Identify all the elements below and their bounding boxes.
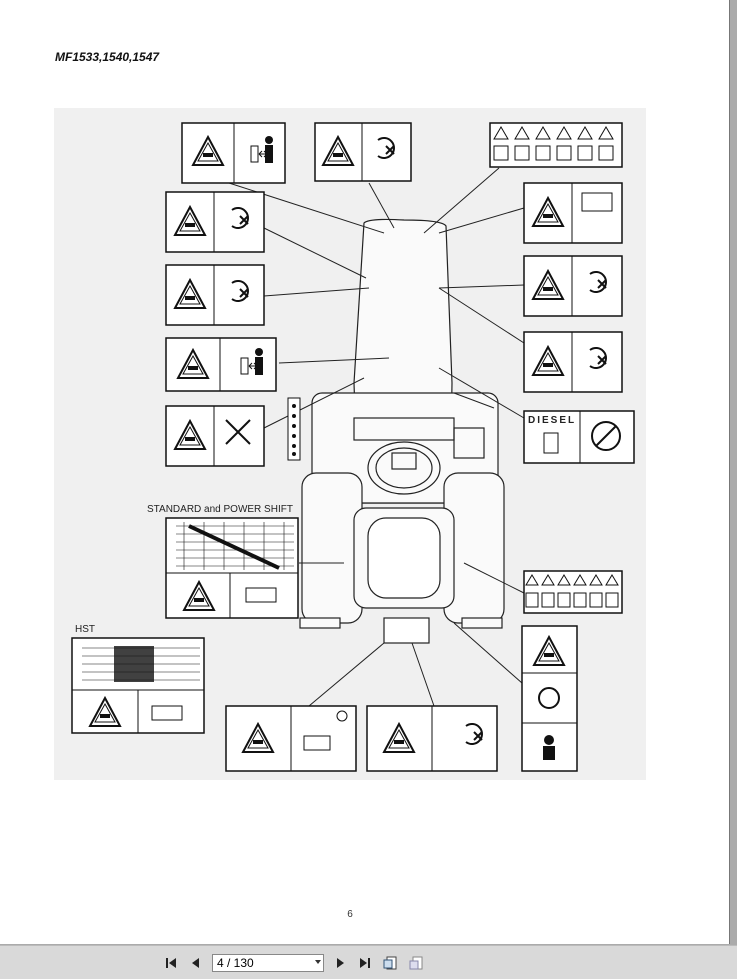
decal-14 (366, 705, 498, 772)
page-indicator: 4 / 130 (217, 956, 254, 970)
decal-hst-speed-chart (71, 637, 205, 734)
first-page-icon[interactable] (164, 955, 180, 971)
document-page: MF1533,1540,1547 (0, 0, 730, 944)
standard-power-shift-label: STANDARD and POWER SHIFT (147, 504, 293, 515)
leader-lines (228, 167, 525, 707)
next-page-icon[interactable] (332, 955, 348, 971)
tractor-outline (299, 218, 505, 644)
decal-10 (165, 405, 265, 467)
chevron-down-icon[interactable] (315, 960, 321, 964)
model-title: MF1533,1540,1547 (55, 50, 160, 64)
decal-3 (489, 122, 623, 168)
hst-label: HST (75, 624, 95, 635)
diesel-text: DIESEL (528, 415, 576, 426)
last-page-icon[interactable] (356, 955, 372, 971)
previous-page-icon[interactable] (188, 955, 204, 971)
decal-7 (523, 255, 623, 317)
viewer-toolbar: 4 / 130 (0, 945, 737, 979)
decal-diesel: DIESEL (523, 410, 635, 464)
safety-decal-diagram: DIESEL STANDARD and POWER SHIFT HST (54, 108, 646, 780)
decal-9 (523, 331, 623, 393)
decal-4 (165, 191, 265, 253)
decal-standard-speed-chart (165, 517, 299, 619)
fit-width-icon[interactable] (408, 955, 424, 971)
decal-rear-fender (523, 570, 623, 614)
page-number-input[interactable]: 4 / 130 (212, 954, 324, 972)
decal-15 (521, 625, 578, 772)
decal-1 (181, 122, 286, 184)
decal-6 (165, 264, 265, 326)
fit-page-icon[interactable] (382, 955, 398, 971)
decal-indicator-strip (287, 397, 301, 461)
decal-8 (165, 337, 277, 392)
decal-13 (225, 705, 357, 772)
page-number: 6 (347, 909, 353, 920)
decal-2 (314, 122, 412, 182)
decal-5 (523, 182, 623, 244)
